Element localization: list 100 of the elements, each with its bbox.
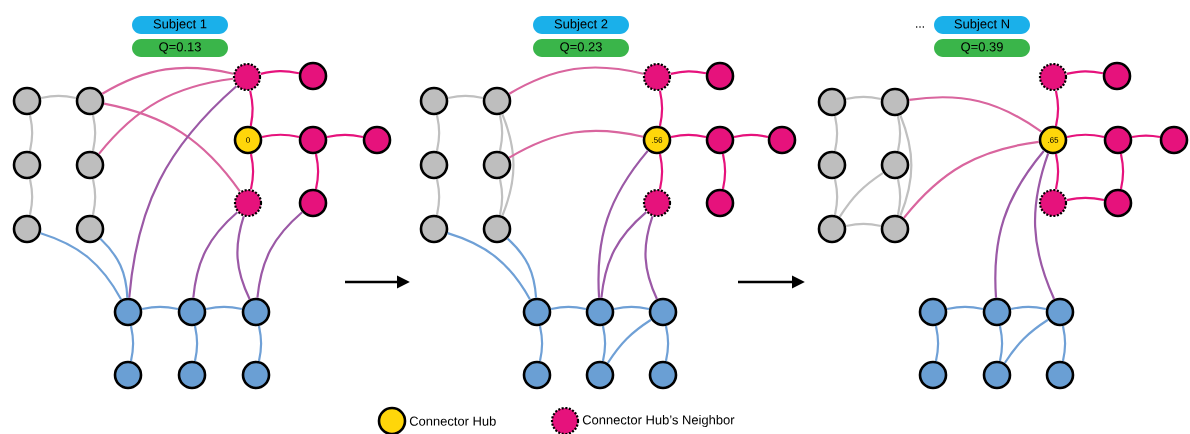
link-line	[597, 150, 649, 298]
network-node	[642, 62, 672, 92]
score-badge: Q=0.23	[533, 39, 629, 57]
legend-label: Connector Hub	[409, 416, 496, 426]
link-line	[934, 325, 940, 362]
subject-badge: Subject N	[934, 16, 1030, 34]
link-line	[658, 153, 664, 190]
link-line	[101, 66, 234, 95]
network-node	[12, 86, 42, 116]
link-line	[91, 114, 97, 152]
link-line	[903, 140, 1039, 219]
link-line	[28, 114, 34, 152]
link-line	[838, 171, 884, 218]
link-line	[508, 66, 644, 95]
link-line	[994, 150, 1045, 298]
network-node	[817, 214, 847, 244]
network-node	[522, 360, 552, 390]
network-node	[298, 188, 328, 218]
network-node	[419, 214, 449, 244]
link-line	[256, 211, 303, 298]
network-node	[705, 125, 735, 155]
network-node	[918, 360, 948, 390]
link-line	[435, 114, 441, 152]
network-node	[12, 214, 42, 244]
network-node	[12, 150, 42, 180]
link-line	[193, 325, 199, 362]
link-line	[833, 115, 839, 152]
network-node	[241, 360, 271, 390]
network-node	[817, 150, 847, 180]
subject-badge: Subject 1	[132, 16, 228, 34]
link-line	[998, 325, 1004, 362]
link-line	[501, 113, 515, 217]
network-node	[1045, 360, 1075, 390]
link-line	[261, 133, 300, 139]
link-line	[896, 115, 902, 152]
link-line	[664, 325, 670, 362]
link-line	[1061, 325, 1067, 362]
link-line	[249, 153, 255, 190]
link-line	[1054, 90, 1060, 127]
link-line	[1066, 133, 1105, 139]
link-line	[644, 216, 658, 300]
ellipsis-text: ...	[916, 26, 924, 28]
link-line	[670, 70, 707, 75]
network-node	[298, 61, 328, 91]
network-node	[1045, 297, 1075, 327]
link-line	[435, 178, 441, 216]
link-line	[1034, 153, 1056, 300]
link-line	[1119, 153, 1125, 190]
network-node	[705, 188, 735, 218]
network-node	[75, 150, 105, 180]
network-node	[880, 214, 910, 244]
link-line	[326, 133, 364, 139]
link-line	[613, 305, 650, 311]
link-line	[946, 305, 984, 311]
network-node	[1103, 188, 1133, 218]
link-line	[1131, 134, 1161, 139]
network-node	[177, 297, 207, 327]
link-line	[845, 95, 882, 101]
network-node	[177, 360, 207, 390]
link-line	[314, 153, 320, 190]
link-line	[91, 178, 97, 216]
link-line	[845, 222, 882, 228]
link-line	[128, 85, 238, 298]
score-badge: Q=0.39	[934, 39, 1030, 57]
network-node	[482, 86, 512, 116]
network-node	[522, 297, 552, 327]
link-line	[506, 237, 538, 298]
network-node	[1038, 62, 1068, 92]
link-line	[538, 325, 544, 362]
link-line	[606, 318, 652, 364]
network-node	[362, 125, 392, 155]
link-line	[1054, 153, 1060, 190]
link-line	[508, 129, 644, 159]
network-node	[817, 87, 847, 117]
link-line	[600, 211, 647, 298]
link-line	[40, 232, 123, 300]
network-node	[705, 61, 735, 91]
network-node	[232, 62, 262, 92]
network-node	[585, 360, 615, 390]
link-line	[1066, 70, 1104, 75]
network-node	[918, 297, 948, 327]
link-line	[98, 77, 234, 155]
link-line	[260, 70, 300, 75]
link-line	[447, 232, 531, 301]
network-node	[419, 150, 449, 180]
network-node	[642, 188, 672, 218]
network-node	[1103, 125, 1133, 155]
link-line	[1003, 318, 1049, 364]
network-node	[113, 360, 143, 390]
network-node	[585, 297, 615, 327]
link-line	[103, 102, 241, 193]
link-line	[1010, 305, 1047, 311]
link-line	[205, 305, 243, 311]
network-node	[982, 297, 1012, 327]
network-node	[767, 125, 797, 155]
link-line	[658, 90, 664, 127]
network-node	[75, 86, 105, 116]
score-badge: Q=0.13	[132, 39, 228, 57]
link-line	[129, 325, 135, 362]
link-line	[733, 133, 769, 139]
